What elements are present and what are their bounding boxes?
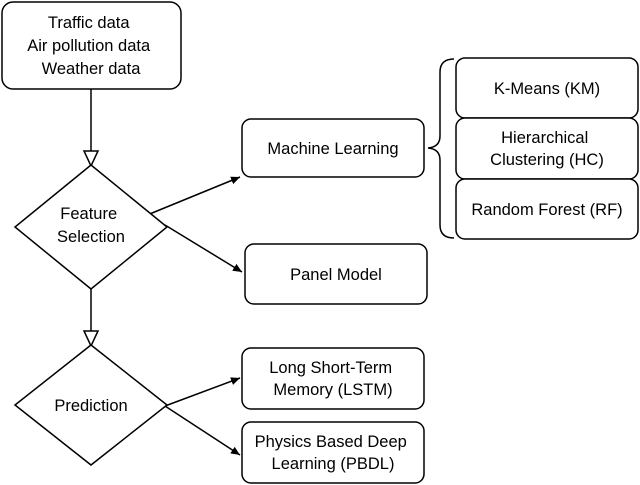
edge-prediction-to-lstm (164, 377, 241, 407)
lstm-line-2: Memory (LSTM) (273, 381, 392, 399)
hierarchical-line-1: Hierarchical (501, 129, 588, 147)
pbdl-box (241, 421, 425, 484)
kmeans-label: K-Means (KM) (494, 80, 600, 98)
machine-learning-box (241, 118, 425, 178)
pbdl-line-1: Physics Based Deep (255, 433, 407, 451)
input-line-2: Air pollution data (27, 37, 151, 55)
pbdl-line-2: Learning (PBDL) (272, 455, 395, 473)
edge-feature-selection-to-panel (164, 224, 243, 273)
lstm-box (241, 347, 425, 410)
panel-model-box (244, 243, 428, 305)
edge-prediction-to-pbdl (164, 405, 241, 456)
hierarchical-clustering-label: Hierarchical Clustering (HC) (490, 129, 604, 169)
input-data-label: Traffic data Air pollution data Weather … (27, 14, 155, 78)
machine-learning-label: Machine Learning (267, 140, 398, 158)
lstm-label: Long Short-Term Memory (LSTM) (269, 359, 396, 399)
hierarchical-line-2: Clustering (HC) (490, 151, 604, 169)
input-line-1: Traffic data (48, 14, 130, 32)
hierarchical-clustering-box (455, 117, 639, 180)
lstm-line-1: Long Short-Term (269, 359, 392, 377)
feature-selection-line-1: Feature (60, 205, 117, 223)
hollow-arrowhead-prediction (82, 330, 100, 348)
labels: Traffic data Air pollution data Weather … (27, 14, 622, 473)
random-forest-label: Random Forest (RF) (471, 201, 622, 219)
prediction-label: Prediction (54, 397, 127, 415)
panel-model-label: Panel Model (290, 266, 382, 284)
curly-brace (427, 58, 455, 239)
random-forest-line-1: Random Forest (RF) (471, 201, 622, 219)
machine-learning-line-1: Machine Learning (267, 140, 398, 158)
random-forest-box (455, 178, 639, 240)
prediction-line-1: Prediction (54, 397, 127, 415)
feature-selection-diamond (13, 164, 169, 290)
edge-feature-selection-to-ml (134, 176, 241, 221)
feature-selection-label: Feature Selection (57, 205, 125, 246)
input-data-box (1, 1, 182, 90)
panel-model-line-1: Panel Model (290, 266, 382, 284)
hollow-arrowhead-feature-selection (82, 150, 100, 168)
kmeans-line-1: K-Means (KM) (494, 80, 600, 98)
prediction-diamond (13, 344, 169, 466)
input-line-3: Weather data (42, 60, 142, 78)
connectors (82, 58, 455, 456)
pbdl-label: Physics Based Deep Learning (PBDL) (255, 433, 412, 473)
feature-selection-line-2: Selection (57, 228, 125, 246)
